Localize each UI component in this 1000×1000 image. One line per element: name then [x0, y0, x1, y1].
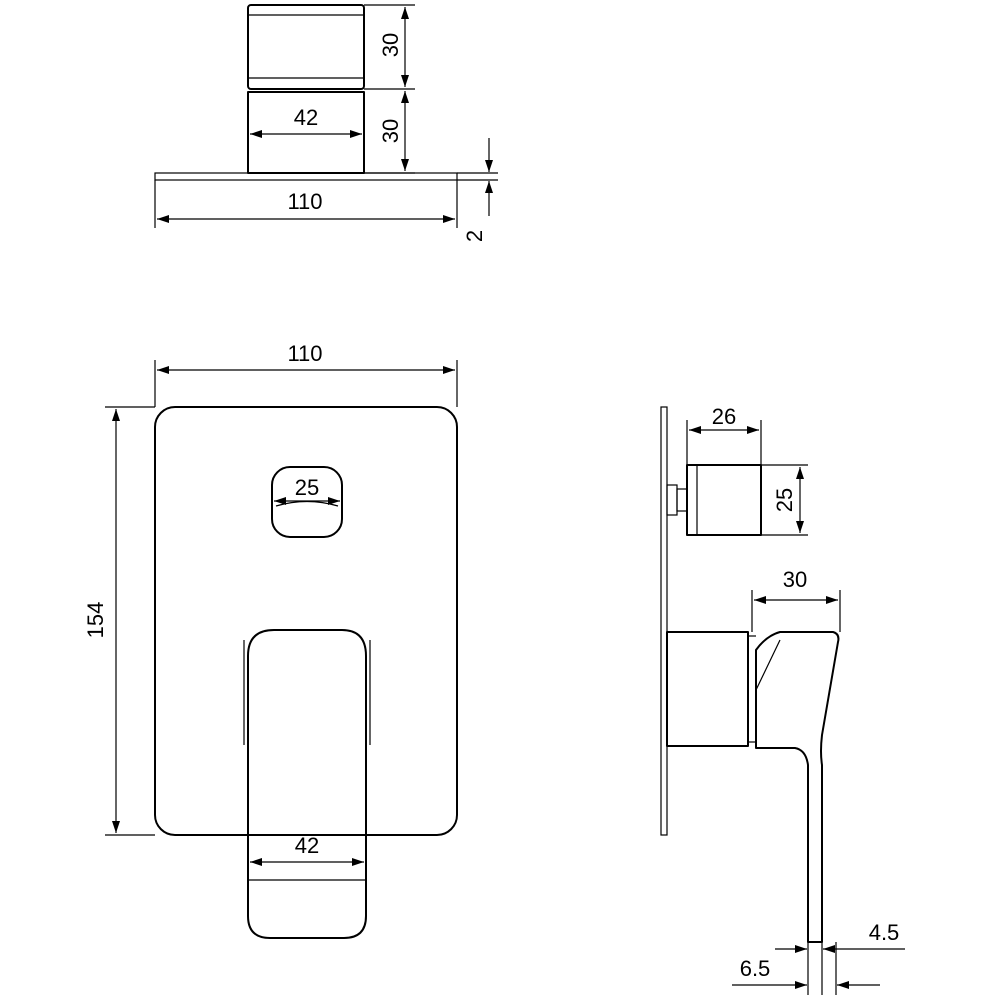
top-dim-plate-thickness: 2	[462, 230, 487, 242]
side-dim-knob-depth: 26	[712, 404, 736, 429]
front-dim-plate-width: 110	[287, 341, 322, 366]
front-dim-handle-width: 42	[295, 833, 319, 858]
front-view: 110 154 25 42	[83, 341, 458, 939]
top-handle-body	[247, 91, 365, 174]
top-knob-block	[247, 4, 365, 90]
top-view: 30 30 42 110 2	[154, 4, 498, 242]
front-plate	[154, 406, 458, 836]
front-knob	[271, 466, 343, 538]
side-plate	[660, 406, 668, 836]
front-dim-knob-width: 25	[295, 475, 319, 500]
side-dim-lever-tip: 6.5	[740, 956, 771, 981]
side-dim-handle-depth: 30	[783, 567, 807, 592]
side-lever	[755, 631, 840, 943]
side-handle-body	[666, 631, 749, 747]
top-plate	[154, 172, 458, 181]
side-view: 26 25 30 4.5 6.5	[660, 404, 905, 995]
top-dim-handle-width: 42	[294, 105, 318, 130]
top-dim-knob-height: 30	[378, 33, 403, 57]
side-dim-knob-height: 25	[772, 488, 797, 512]
side-knob-stem	[666, 484, 678, 516]
side-dim-lever-thickness: 4.5	[869, 920, 900, 945]
front-lever	[247, 629, 367, 836]
top-dim-handle-height: 30	[378, 119, 403, 143]
top-dim-plate-width: 110	[287, 189, 322, 214]
front-dim-plate-height: 154	[83, 602, 108, 639]
side-knob	[686, 464, 762, 536]
